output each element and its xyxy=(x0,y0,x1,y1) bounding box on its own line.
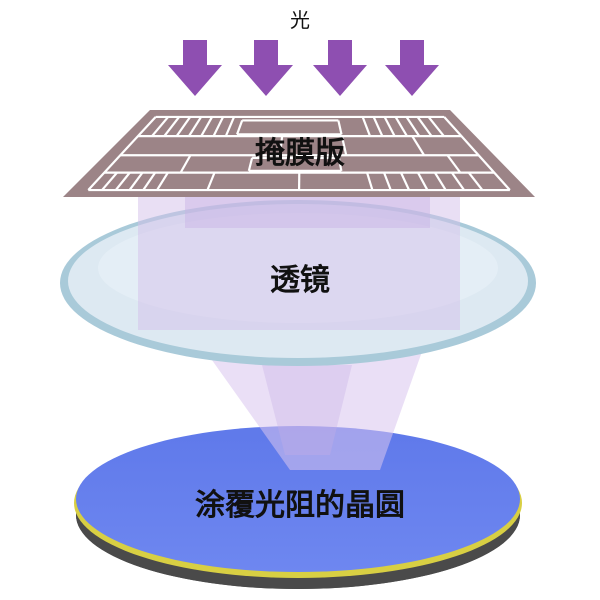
mask-line xyxy=(383,116,396,137)
beam-through-lens xyxy=(138,195,460,330)
mask-line xyxy=(400,172,411,191)
mask-pattern xyxy=(87,115,511,192)
mask-line xyxy=(416,116,433,137)
mask-line xyxy=(163,116,180,137)
mask-line xyxy=(340,135,348,156)
wafer-label: 涂覆光阻的晶圆 xyxy=(195,488,405,523)
mask-line xyxy=(200,116,214,137)
mask-line xyxy=(416,172,429,191)
mask-line xyxy=(467,171,484,191)
mask-label: 掩膜版 xyxy=(255,136,345,171)
light-arrow-icon xyxy=(239,40,293,96)
mask-line xyxy=(128,171,144,191)
mask-line xyxy=(179,154,192,174)
mask-line xyxy=(87,116,157,191)
beam-inner xyxy=(185,195,430,228)
light-arrow-icon xyxy=(385,40,439,96)
mask-line xyxy=(156,172,169,191)
mask-line xyxy=(247,157,254,172)
mask-line xyxy=(361,116,372,137)
wafer xyxy=(74,426,522,589)
mask-line xyxy=(446,154,462,174)
light-arrow-icon xyxy=(313,40,367,96)
mask-line xyxy=(236,120,244,135)
mask-line xyxy=(394,116,408,137)
mask-line xyxy=(151,116,169,137)
mask-line xyxy=(224,116,236,137)
mask-line xyxy=(101,171,118,191)
mask-line xyxy=(114,171,131,191)
mask-line xyxy=(372,116,384,137)
mask-line xyxy=(142,172,157,191)
mask-line xyxy=(450,172,465,191)
mask-line xyxy=(188,116,203,137)
light-arrows xyxy=(168,40,439,96)
lens-label: 透镜 xyxy=(270,263,330,298)
mask-line xyxy=(366,172,374,191)
mask-line xyxy=(337,120,343,135)
mask-line xyxy=(405,116,421,137)
mask-line xyxy=(411,135,426,156)
focused-beam-core xyxy=(262,365,352,455)
mask-line xyxy=(427,116,445,137)
wafer-top-surface xyxy=(76,426,520,572)
light-arrow-icon xyxy=(168,40,222,96)
mask-line xyxy=(383,172,392,191)
light-label: 光 xyxy=(290,8,310,32)
mask-line xyxy=(212,116,225,137)
mask-line xyxy=(433,172,447,191)
mask-line xyxy=(206,172,216,191)
mask-line xyxy=(175,116,192,137)
mask-line xyxy=(443,116,511,191)
mask-line xyxy=(337,157,343,172)
photomask xyxy=(63,110,535,197)
mask-line xyxy=(278,135,284,156)
